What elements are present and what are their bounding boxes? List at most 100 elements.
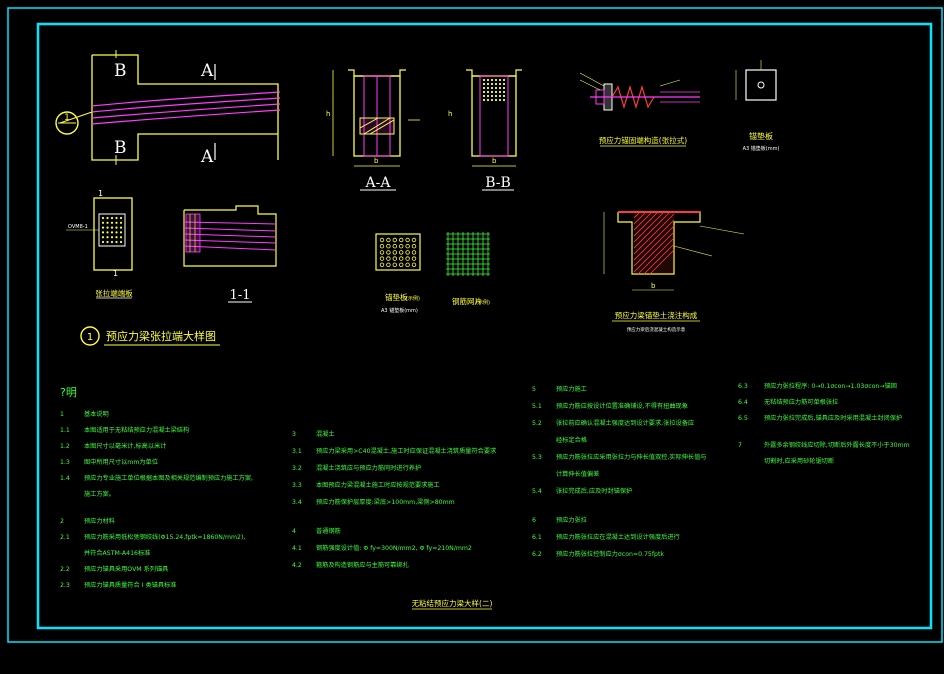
anchor-hole (379, 262, 385, 267)
mark-1-bottom: 1 (113, 269, 118, 278)
postcast-detail: b 预应力梁锚垫土浇注构成 预应力梁后浇混凝土构造示意 (603, 211, 745, 333)
note-text: 预应力锚具质量符合 I 类锚具标准 (84, 581, 176, 589)
detail-title-block: 1 预应力梁张拉端大样图 (80, 326, 220, 346)
section-mark-a-bottom: A (200, 147, 214, 167)
note-number: 1.2 (60, 443, 70, 450)
anchor-hole (392, 250, 397, 255)
note-number: 2 (60, 518, 64, 525)
note-number: 5.1 (532, 403, 542, 410)
anchor-hole (379, 237, 385, 243)
strand-dot (106, 240, 109, 244)
anchor-hole (386, 237, 391, 243)
anchor-plate-detail: 锚垫板 A3 锚垫板(mm) (735, 60, 779, 152)
anchor-hole (379, 250, 385, 255)
strand-dot (494, 98, 498, 102)
note-text: 预应力筋张拉应采用张拉力与伸长值双控,实际伸长值与 (556, 453, 706, 461)
note-text: 计算伸长值偏差 (556, 470, 599, 478)
anchor-hole (392, 237, 397, 243)
strand-dot (482, 90, 486, 94)
anchor-hole (411, 262, 417, 267)
grid-sub: A3 锚垫板(mm) (381, 307, 418, 314)
hatch-line (643, 243, 675, 275)
strand-dot (486, 78, 490, 82)
hatch-line (633, 225, 675, 267)
section-a-a: b h A-A (326, 69, 420, 191)
section-circle-number: 1 (64, 113, 70, 123)
strand-dot (110, 226, 114, 229)
strand-dot (101, 226, 105, 229)
strand-dot (502, 86, 506, 90)
strand-dot (119, 216, 123, 220)
strand-dot (110, 221, 114, 224)
hatch-line (649, 249, 675, 275)
anchor-hole (411, 250, 417, 255)
anchor-end-detail: 预应力锚固端构造(张拉式) (579, 72, 700, 147)
note-number: 1.3 (60, 459, 70, 466)
strand-dot (115, 236, 118, 239)
note-text: 本图尺寸以毫米计,标高以米计 (84, 442, 166, 450)
outer-frame (7, 7, 943, 643)
dim-b-postcast: b (651, 282, 656, 290)
anchor-hole (386, 250, 391, 255)
anchor-hole (379, 256, 385, 261)
aa-title: A-A (365, 175, 392, 191)
hatch-line (633, 219, 675, 261)
note-text: 箍筋及构造钢筋应与主筋可靠绑扎 (316, 561, 409, 569)
hatch-line (633, 231, 675, 273)
grid-caption: 锚垫板 (385, 292, 408, 302)
anchor-hole (411, 256, 417, 261)
hatch-line (637, 237, 675, 275)
strand-dot (498, 82, 502, 86)
strand-dot (482, 86, 486, 90)
note-text: 无粘结预应力筋可单根张拉 (764, 398, 838, 406)
note-number: 3.4 (292, 499, 302, 506)
dim-h-aa: h (326, 110, 330, 118)
strand-dot (498, 78, 502, 82)
strand-dot (490, 94, 494, 98)
mesh-caption: 钢筋网片 (452, 296, 482, 306)
mark-1-top: 1 (98, 189, 103, 198)
hatch-line (633, 211, 647, 225)
anchor-hole (405, 256, 410, 261)
strand-dot (110, 216, 114, 220)
note-text: 预应力施工 (556, 385, 587, 393)
strand-dot (119, 236, 123, 239)
section-mark-b-top: B (114, 61, 127, 81)
strand-dot (482, 78, 486, 82)
note-number: 6 (532, 517, 536, 524)
endblock-caption: 张拉端端板 (95, 288, 133, 298)
note-text: 预应力梁采用>C40混凝土,施工时应保证混凝土浇筑质量符合要求 (316, 447, 496, 455)
anchor-hole (405, 262, 410, 267)
note-number: 5.2 (532, 420, 542, 427)
anchor-hole (392, 256, 397, 261)
strand-dot (115, 226, 118, 229)
section-mark-b-bottom: B (114, 138, 127, 158)
hatch-line (633, 211, 671, 249)
note-text: 预应力筋保护层厚度:梁底>100mm,梁侧>80mm (316, 498, 455, 506)
notes-heading: ?明 (60, 386, 77, 399)
dim-b-bb: b (492, 157, 497, 165)
note-text: 混凝土浇筑应与预应力筋同时进行养护 (316, 464, 421, 472)
end-block-detail: OVM8-1 1 1 张拉端端板 (66, 189, 133, 299)
note-text: 并符合ASTM-A416标准 (84, 549, 150, 557)
hatch-line (633, 213, 675, 255)
note-number: 2.3 (60, 582, 70, 589)
plate-caption: 锚垫板 (749, 131, 773, 141)
note-number: 1 (60, 411, 64, 418)
note-number: 4.2 (292, 562, 302, 569)
note-number: 6.4 (738, 399, 748, 406)
section-circle-marker (55, 111, 79, 135)
note-number: 5.3 (532, 454, 542, 461)
note-number: 4.1 (292, 545, 302, 552)
bb-title: B-B (485, 175, 511, 191)
strand-dot (115, 221, 118, 224)
strand-dot (486, 94, 490, 98)
anchor-end-caption: 预应力锚固端构造(张拉式) (599, 135, 687, 145)
hatch-line (633, 211, 659, 237)
note-text: 预应力材料 (84, 517, 115, 525)
hatch-line (633, 211, 665, 243)
strand-dot (106, 231, 109, 234)
sheet-title: 无粘结预应力梁大样(二) (412, 598, 493, 608)
note-text: 本图预应力梁混凝土施工时应按规范要求施工 (316, 481, 440, 489)
